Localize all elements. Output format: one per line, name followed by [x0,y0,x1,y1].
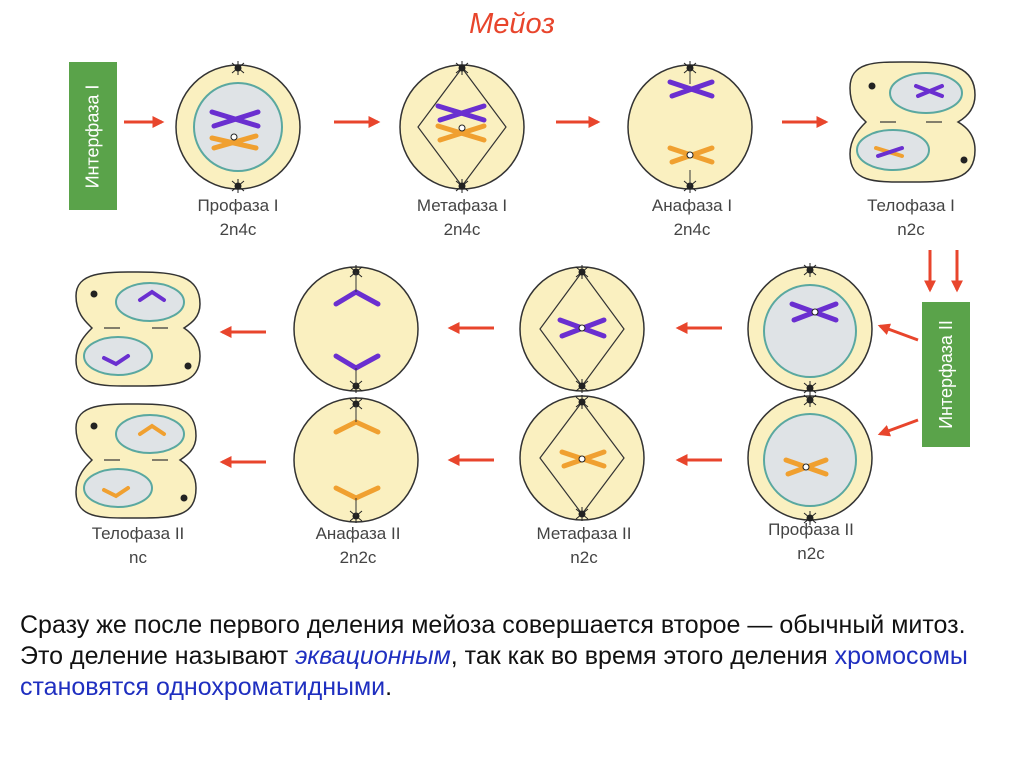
cell-metaphase-2a [520,265,644,393]
cell-metaphase-1 [400,61,524,193]
label-anaphase-2-name: Анафаза II [273,522,443,546]
cell-metaphase-2b [520,395,644,521]
down-arrows [930,250,957,290]
label-metaphase-2-name: Метафаза II [499,522,669,546]
label-prophase-1-formula: 2n4c [153,218,323,242]
label-prophase-2: Профаза II n2c [726,518,896,566]
cell-anaphase-1 [628,61,752,193]
cell-anaphase-2a [294,265,418,393]
label-telophase-2: Телофаза II nc [53,522,223,570]
meiosis-diagram [0,0,1024,600]
cell-anaphase-2b [294,397,418,523]
arrow-to-prophase-2b [880,420,918,434]
label-telophase-2-name: Телофаза II [53,522,223,546]
cell-telophase-1 [850,62,975,182]
cell-prophase-1 [176,61,300,193]
label-metaphase-1: Метафаза I 2n4c [377,194,547,242]
caption-part-2: , так как во время этого деления [451,642,835,670]
cell-telophase-2b [76,404,196,518]
label-prophase-1-name: Профаза I [153,194,323,218]
cell-prophase-2b [748,393,872,525]
label-prophase-2-name: Профаза II [726,518,896,542]
caption-term-equational: эквационным [295,642,451,670]
label-prophase-1: Профаза I 2n4c [153,194,323,242]
label-telophase-1-formula: n2c [826,218,996,242]
label-telophase-1-name: Телофаза I [826,194,996,218]
label-prophase-2-formula: n2c [726,542,896,566]
caption-text: Сразу же после первого деления мейоза со… [20,610,1010,703]
label-telophase-2-formula: nc [53,546,223,570]
caption-part-3: . [385,673,392,701]
label-anaphase-1-formula: 2n4c [607,218,777,242]
label-anaphase-2: Анафаза II 2n2c [273,522,443,570]
cell-prophase-2a [748,263,872,395]
label-telophase-1: Телофаза I n2c [826,194,996,242]
arrow-to-prophase-2a [880,326,918,340]
label-metaphase-1-formula: 2n4c [377,218,547,242]
label-metaphase-2: Метафаза II n2c [499,522,669,570]
label-anaphase-1: Анафаза I 2n4c [607,194,777,242]
label-anaphase-1-name: Анафаза I [607,194,777,218]
cell-telophase-2a [76,272,200,386]
label-anaphase-2-formula: 2n2c [273,546,443,570]
label-metaphase-1-name: Метафаза I [377,194,547,218]
label-metaphase-2-formula: n2c [499,546,669,570]
